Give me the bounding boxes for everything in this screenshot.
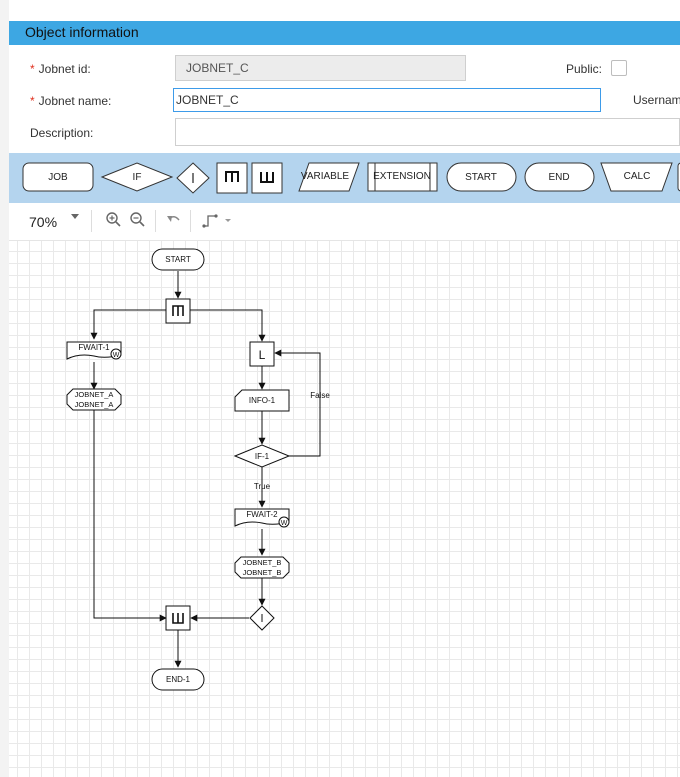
- node-info-1[interactable]: INFO-1: [234, 389, 290, 412]
- svg-text:END-1: END-1: [166, 675, 191, 684]
- svg-text:JOBNET_A: JOBNET_A: [75, 400, 114, 409]
- palette-calc[interactable]: CALC: [600, 162, 673, 192]
- wait-badge-icon: [110, 348, 122, 360]
- palette-branch-end[interactable]: [176, 162, 210, 194]
- svg-text:FWAIT-1: FWAIT-1: [78, 343, 110, 352]
- wait-badge-icon-glyph: W: [281, 520, 288, 527]
- palette-variable-label: VARIABLE: [301, 171, 349, 182]
- node-fwait-2[interactable]: FWAIT-2 W: [234, 508, 290, 528]
- node-start[interactable]: START: [151, 248, 205, 271]
- left-strip: [0, 0, 9, 777]
- node-jobnet-b[interactable]: JOBNET_B JOBNET_B: [234, 556, 290, 579]
- node-jobnet-a[interactable]: JOBNET_A JOBNET_A: [66, 388, 122, 411]
- node-parallel-end[interactable]: [165, 605, 191, 631]
- svg-text:FWAIT-2: FWAIT-2: [246, 510, 278, 519]
- required-mark: *: [30, 94, 35, 108]
- zoom-dropdown-caret-icon[interactable]: [71, 214, 79, 219]
- palette-variable[interactable]: VARIABLE: [298, 162, 360, 192]
- canvas-toolbar: 70%: [9, 203, 680, 241]
- flow-connectors: [90, 271, 321, 668]
- palette-end-label: END: [548, 172, 569, 183]
- node-if-1[interactable]: IF-1: [233, 444, 291, 468]
- palette-start[interactable]: START: [446, 162, 517, 192]
- palette-extension[interactable]: EXTENSION: [367, 162, 438, 192]
- description-label: Description:: [30, 126, 94, 140]
- palette-if[interactable]: IF: [100, 162, 174, 192]
- panel-title: Object information: [25, 24, 139, 40]
- toolbar-divider: [91, 210, 92, 232]
- node-branch-end[interactable]: [249, 605, 275, 631]
- palette-start-label: START: [465, 172, 497, 183]
- palette-job[interactable]: JOB: [22, 162, 94, 192]
- svg-text:INFO-1: INFO-1: [249, 396, 276, 405]
- required-mark: *: [30, 62, 35, 76]
- palette-if-label: IF: [133, 172, 142, 183]
- zoom-level[interactable]: 70%: [29, 214, 58, 230]
- panel-titlebar: Object information: [9, 21, 680, 45]
- palette-end[interactable]: END: [524, 162, 595, 192]
- palette-extension-label: EXTENSION: [373, 171, 431, 182]
- username-label: Usernam: [633, 93, 680, 107]
- palette-job-label: JOB: [48, 172, 68, 183]
- icon-palette: JOB IF VARIABLE EXTENSION: [9, 153, 680, 203]
- node-end-1[interactable]: END-1: [151, 668, 205, 691]
- zoom-out-icon[interactable]: [129, 211, 147, 229]
- node-loop[interactable]: L: [249, 341, 275, 367]
- toolbar-divider: [155, 210, 156, 232]
- palette-parallel-end[interactable]: [251, 162, 283, 194]
- connector-style-icon[interactable]: [201, 211, 235, 229]
- public-label: Public:: [566, 62, 603, 76]
- jobnet-id-label: *Jobnet id:: [30, 62, 91, 76]
- jobnet-id-field: JOBNET_C: [175, 55, 466, 81]
- edge-label-false: False: [310, 391, 330, 400]
- wait-badge-icon-glyph: W: [113, 352, 120, 359]
- jobnet-name-label: *Jobnet name:: [30, 94, 112, 108]
- svg-text:JOBNET_B: JOBNET_B: [243, 558, 282, 567]
- toolbar-divider: [190, 210, 191, 232]
- node-fwait-1[interactable]: FWAIT-1 W: [66, 341, 122, 360]
- node-parallel-start[interactable]: [165, 298, 191, 324]
- undo-icon[interactable]: [165, 211, 183, 229]
- svg-text:JOBNET_B: JOBNET_B: [243, 568, 282, 577]
- svg-text:START: START: [165, 255, 191, 264]
- edge-label-true: True: [254, 482, 271, 491]
- flow-canvas[interactable]: START FWAIT-1 W JOBNET_A JOBNET_A L: [9, 241, 680, 777]
- description-field[interactable]: [175, 118, 680, 146]
- wait-badge-icon: [278, 516, 290, 528]
- palette-parallel-start[interactable]: [216, 162, 248, 194]
- jobnet-name-field[interactable]: JOBNET_C: [173, 88, 601, 112]
- svg-text:IF-1: IF-1: [255, 452, 270, 461]
- svg-text:JOBNET_A: JOBNET_A: [75, 390, 114, 399]
- zoom-in-icon[interactable]: [105, 211, 123, 229]
- svg-text:L: L: [259, 348, 266, 362]
- palette-calc-label: CALC: [624, 171, 651, 182]
- public-checkbox[interactable]: [611, 60, 627, 76]
